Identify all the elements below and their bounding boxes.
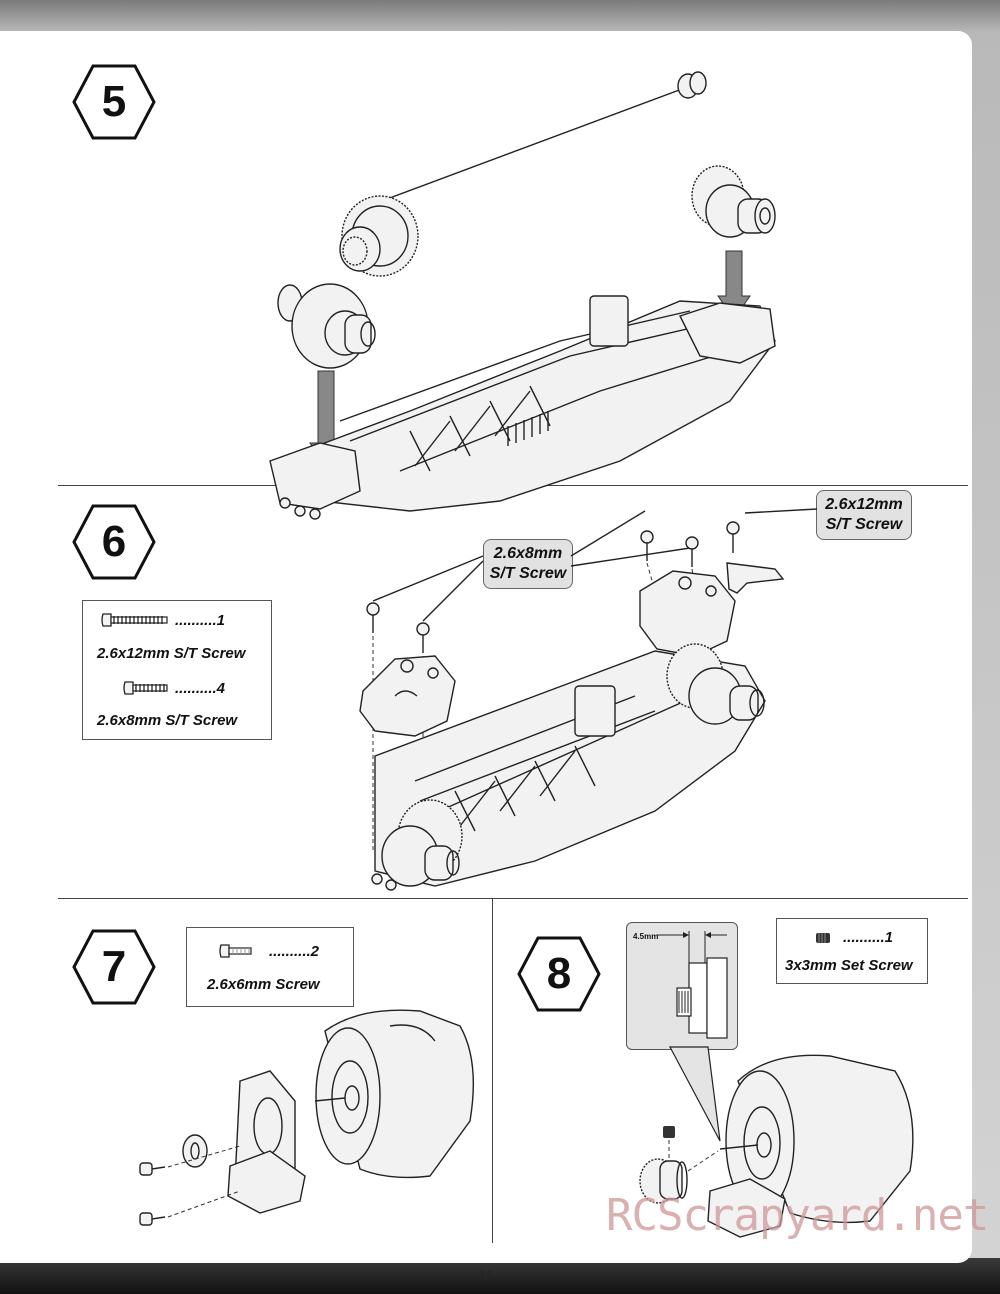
page-number: 11 [478, 1267, 494, 1283]
dimension-label: 4.5mm [633, 932, 659, 941]
step-number: 6 [101, 517, 127, 566]
step-number: 8 [546, 949, 572, 998]
step-7-badge: 7 [72, 929, 156, 1005]
step-8-motor-illustration [639, 1046, 914, 1238]
manual-page: 5 [0, 31, 972, 1283]
hexagon-icon [72, 64, 156, 140]
step-7-parts-box: ..........2 2.6x6mm Screw [186, 927, 354, 1007]
step-6-badge: 6 [72, 504, 156, 580]
page-bottom-band [0, 1258, 1000, 1294]
pinion-depth-detail: 4.5mm [626, 922, 738, 1050]
step-5-chassis-illustration [269, 71, 776, 520]
step-8-parts-box: ..........1 3x3mm Set Screw [776, 918, 928, 984]
step-number: 5 [101, 77, 127, 126]
parts-name: 2.6x8mm S/T Screw [97, 712, 238, 729]
hexagon-icon [517, 936, 601, 1012]
callout-8mm-screw: 2.6x8mm S/T Screw [483, 539, 573, 589]
parts-quantity: ..........2 [269, 942, 320, 960]
parts-name: 2.6x6mm Screw [207, 976, 320, 993]
step-5-badge: 5 [72, 64, 156, 140]
step-6-parts-box: ..........1 2.6x12mm S/T Screw .........… [82, 600, 272, 740]
parts-quantity: ..........1 [175, 611, 226, 629]
hexagon-icon [72, 504, 156, 580]
screw-icon [366, 521, 740, 653]
step-7-motor-illustration [139, 1009, 474, 1226]
step-6-chassis-illustration [359, 508, 818, 891]
set-screw-icon [816, 932, 830, 943]
callout-12mm-screw: 2.6x12mm S/T Screw [816, 490, 912, 540]
screw-8mm-icon [123, 681, 168, 695]
step-8-badge: 8 [517, 936, 601, 1012]
screw-12mm-icon [101, 613, 168, 627]
parts-quantity: ..........4 [175, 679, 226, 697]
step-number: 7 [101, 942, 127, 991]
parts-name: 3x3mm Set Screw [785, 957, 913, 974]
pinion-detail-drawing [657, 931, 728, 1039]
divider-step6-step7 [58, 898, 968, 899]
watermark: RCScrapyard.net [606, 1190, 989, 1241]
hexagon-icon [72, 929, 156, 1005]
parts-quantity: ..........1 [843, 929, 894, 946]
screw-6mm-icon [219, 944, 252, 958]
parts-name: 2.6x12mm S/T Screw [97, 645, 246, 662]
divider-step7-step8 [492, 898, 493, 1243]
